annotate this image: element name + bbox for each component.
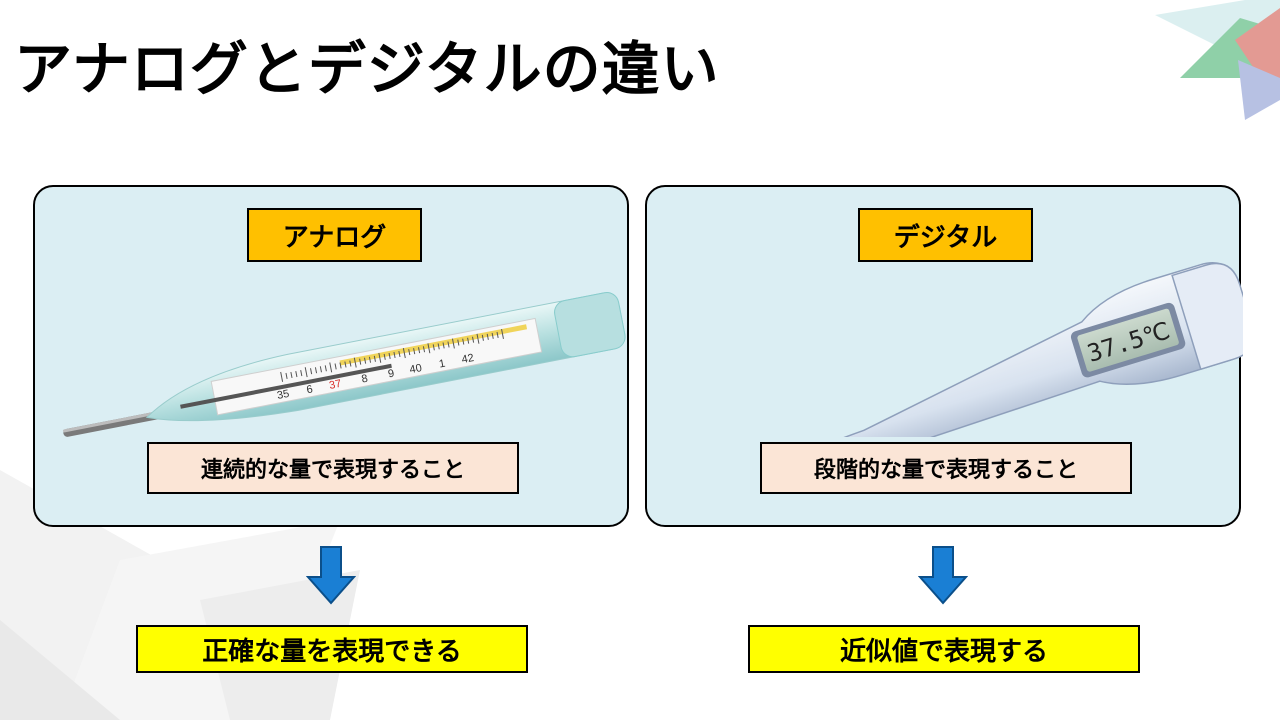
down-arrow-icon — [918, 546, 968, 605]
scale-label: 9 — [387, 367, 395, 380]
analog-description: 連続的な量で表現すること — [147, 442, 519, 494]
scale-label: 8 — [360, 373, 368, 386]
digital-panel: デジタル 37.5℃ 段階的な量で表現すること — [645, 185, 1243, 527]
digital-result: 近似値で表現する — [748, 625, 1140, 673]
scale-label: 42 — [461, 352, 475, 366]
scale-label-highlight: 37 — [328, 378, 342, 392]
scale-label: 1 — [438, 358, 446, 371]
analog-result: 正確な量を表現できる — [136, 625, 528, 673]
scale-label: 40 — [409, 362, 423, 376]
digital-label: デジタル — [858, 208, 1033, 262]
page-title: アナログとデジタルの違い — [14, 35, 720, 103]
scale-label: 35 — [276, 388, 290, 402]
scale-label: 6 — [306, 383, 314, 396]
digital-thermometer-image: 37.5℃ — [754, 261, 1243, 437]
down-arrow-icon — [306, 546, 356, 605]
analog-thermometer-image: 35 6 37 8 9 40 1 42 — [62, 292, 626, 437]
digital-description: 段階的な量で表現すること — [760, 442, 1132, 494]
analog-label: アナログ — [247, 208, 422, 262]
analog-panel: アナログ — [33, 185, 629, 527]
